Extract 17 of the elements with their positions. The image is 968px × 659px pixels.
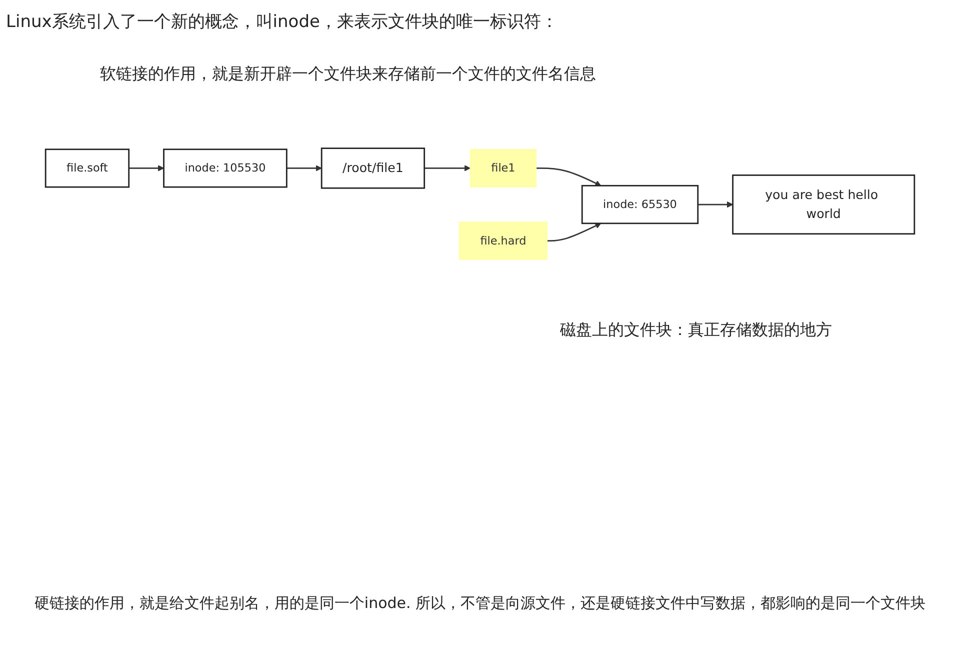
arrow bbox=[286, 165, 322, 172]
arrow bbox=[547, 223, 602, 242]
node-box: /root/file1 bbox=[320, 148, 426, 189]
node-box: inode: 65530 bbox=[581, 184, 699, 224]
node-box: you are best hello world bbox=[732, 174, 916, 235]
node-box: file.soft bbox=[44, 148, 130, 188]
node-box: inode: 105530 bbox=[163, 148, 288, 188]
arrow bbox=[698, 201, 734, 208]
arrow bbox=[424, 165, 470, 172]
node-box: file1 bbox=[470, 149, 537, 188]
title: Linux系统引入了一个新的概念，叫inode，来表示文件块的唯一标识符： bbox=[6, 11, 558, 33]
note-text: 软链接的作用，就是新开辟一个文件块来存储前一个文件的文件名信息 bbox=[100, 64, 596, 85]
node-box: file.hard bbox=[458, 222, 548, 260]
caption-text: 硬链接的作用，就是给文件起别名，用的是同一个inode. 所以，不管是向源文件，还是硬链接文件中写数据，都影响的是同一个文件块 bbox=[33, 594, 927, 613]
note-text: 磁盘上的文件块：真正存储数据的地方 bbox=[560, 320, 832, 341]
arrow bbox=[536, 168, 602, 186]
arrow bbox=[128, 165, 164, 172]
